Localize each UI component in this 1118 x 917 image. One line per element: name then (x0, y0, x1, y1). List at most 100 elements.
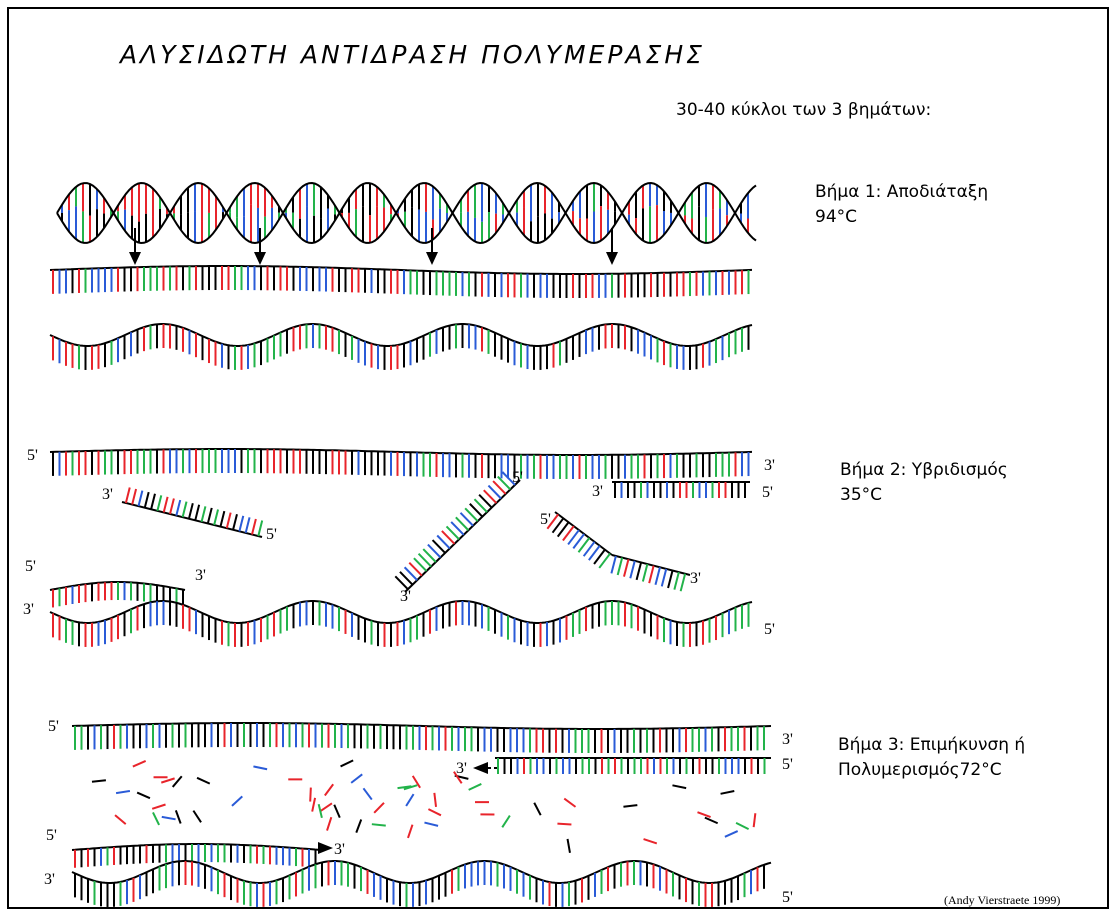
free-nucleotide (325, 784, 333, 795)
free-nucleotide (153, 812, 159, 825)
five-prime-label: 5' (46, 827, 57, 844)
five-prime-label: 5' (27, 447, 38, 464)
diagram-title: ΑΛΥΣΙΔΩΤΗ ΑΝΤΙΔΡΑΣΗ ΠΟΛΥΜΕΡΑΣΗΣ (120, 40, 705, 69)
step-2-annealing-label: Βήμα 2: Υβριδισμός 35°C (840, 458, 1008, 508)
free-nucleotide (116, 791, 130, 793)
free-nucleotide (697, 812, 710, 817)
free-primer-left-base (145, 492, 149, 508)
cycles-note: 30-40 κύκλοι των 3 βημάτων: (676, 100, 931, 120)
three-prime-label: 3' (782, 731, 793, 748)
free-primer-bent-b-base (630, 561, 634, 578)
free-nucleotide (725, 831, 738, 837)
free-nucleotide (428, 809, 441, 815)
free-nucleotide (644, 839, 657, 843)
step-3-title: Βήμα 3: Επιμήκυνση ή (838, 733, 1025, 758)
free-nucleotide (408, 825, 413, 838)
free-nucleotide (232, 796, 242, 805)
free-primer-bent-b-base (668, 571, 672, 588)
free-primer-left-base (233, 514, 237, 530)
free-nucleotide (334, 805, 340, 818)
free-primer-bent-b-base (624, 559, 628, 576)
free-primer-bent-b-base (681, 574, 685, 591)
free-primer-left-base (258, 521, 262, 537)
denature-arrow-head (129, 252, 141, 265)
free-nucleotide (152, 805, 165, 809)
free-primer-diagonal-backbone (405, 480, 520, 592)
free-primer-left-base (195, 505, 199, 521)
free-nucleotide (372, 824, 386, 825)
step-1-title: Βήμα 1: Αποδιάταξη (815, 180, 988, 205)
step-2-temperature: 35°C (840, 483, 1008, 508)
denature-arrow-head (606, 252, 618, 265)
three-prime-label: 3' (690, 570, 701, 587)
free-primer-left-base (164, 497, 168, 513)
free-nucleotide (312, 798, 315, 812)
separated-strand-bottom-backbone (50, 324, 752, 346)
free-nucleotide (374, 803, 384, 813)
step-1-denaturation-label: Βήμα 1: Αποδιάταξη 94°C (815, 180, 988, 230)
three-prime-label: 3' (23, 601, 34, 618)
free-nucleotide (469, 784, 482, 790)
free-nucleotide (176, 810, 181, 823)
five-prime-label: 5' (48, 718, 59, 735)
three-prime-label: 3' (44, 871, 55, 888)
denature-arrow-head (426, 252, 438, 265)
free-nucleotide (502, 816, 510, 828)
free-nucleotide (193, 811, 201, 823)
free-nucleotide (557, 824, 571, 825)
free-primer-bent-b-base (655, 567, 659, 584)
free-primer-left-base (126, 487, 130, 503)
free-nucleotide (424, 823, 438, 826)
free-nucleotide (721, 791, 735, 794)
helix-strand-b (57, 183, 756, 243)
free-nucleotide (92, 780, 106, 782)
free-nucleotide (356, 820, 361, 833)
free-nucleotide (736, 823, 749, 829)
free-nucleotide (363, 788, 371, 799)
free-nucleotide (320, 803, 332, 811)
free-primer-left-base (227, 513, 231, 529)
denature-arrow-head (254, 252, 266, 265)
free-nucleotide (754, 813, 756, 827)
free-primer-left-base (138, 491, 142, 507)
free-primer-bent-b-base (649, 566, 653, 583)
free-primer-left-base (246, 517, 250, 533)
step-2-title: Βήμα 2: Υβριδισμός (840, 458, 1008, 483)
free-primer-left-base (176, 500, 180, 516)
free-primer-left-base (252, 519, 256, 535)
three-prime-label: 3' (195, 567, 206, 584)
three-prime-label: 3' (102, 486, 113, 503)
five-prime-label: 5' (512, 469, 523, 486)
step-3-temperature: Πολυμερισμός72°C (838, 758, 1025, 783)
three-prime-label: 3' (592, 483, 603, 500)
free-primer-left-base (151, 494, 155, 510)
free-primer-left-base (208, 508, 212, 524)
helix-strand-a (57, 183, 756, 243)
free-nucleotide (564, 799, 575, 807)
free-nucleotide (534, 803, 540, 815)
free-primer-bent-b-base (674, 572, 678, 589)
five-prime-label: 5' (782, 756, 793, 773)
free-nucleotide (341, 760, 354, 766)
separated-strand-top-backbone (50, 266, 752, 274)
free-nucleotide (406, 794, 413, 806)
free-nucleotide (115, 815, 126, 824)
three-prime-label: 3' (764, 457, 775, 474)
free-primer-left-base (157, 495, 161, 511)
free-nucleotide (672, 785, 686, 788)
extension-template-top-backbone (72, 723, 771, 729)
free-nucleotide (161, 778, 174, 782)
free-nucleotide (568, 839, 570, 853)
five-prime-label: 5' (540, 511, 551, 528)
free-primer-left-base (220, 511, 224, 527)
free-primer-left-base (189, 503, 193, 519)
template-top-backbone (50, 449, 752, 455)
free-nucleotide (197, 778, 210, 784)
free-nucleotide (310, 788, 311, 802)
free-nucleotide (253, 766, 267, 769)
five-prime-label: 5' (266, 526, 277, 543)
free-primer-left-base (132, 489, 136, 505)
free-primer-bent-b-base (637, 562, 641, 579)
free-primer-bent-b-base (662, 569, 666, 586)
image-credit: (Andy Vierstraete 1999) (944, 893, 1060, 908)
